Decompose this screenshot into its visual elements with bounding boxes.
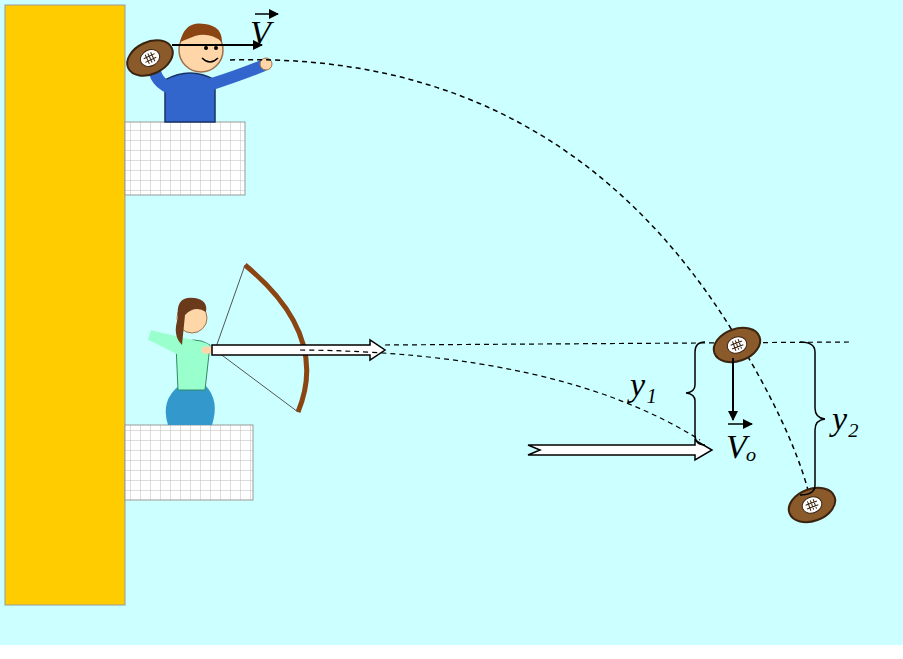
brace xyxy=(686,342,705,445)
brace xyxy=(800,342,825,495)
arrow-path xyxy=(300,350,700,440)
vector-label: V xyxy=(250,16,271,50)
displacement-label: y₂ xyxy=(832,402,859,436)
vector-mark xyxy=(728,423,752,425)
wall xyxy=(5,5,125,605)
arrow-projectile xyxy=(528,440,712,460)
velocity-arrow xyxy=(172,44,262,46)
displacement-label: y₁ xyxy=(630,368,657,402)
sky xyxy=(0,0,903,645)
aim-line xyxy=(385,342,850,345)
trajectory xyxy=(230,60,808,490)
ball xyxy=(121,33,178,82)
balcony xyxy=(125,122,245,195)
arrow-projectile xyxy=(212,340,385,360)
balcony xyxy=(125,425,253,500)
vector-label: Vₒ xyxy=(726,430,756,464)
ball xyxy=(784,482,840,528)
vector-mark xyxy=(255,13,278,15)
ball xyxy=(709,322,765,368)
velocity-arrow xyxy=(732,358,734,420)
